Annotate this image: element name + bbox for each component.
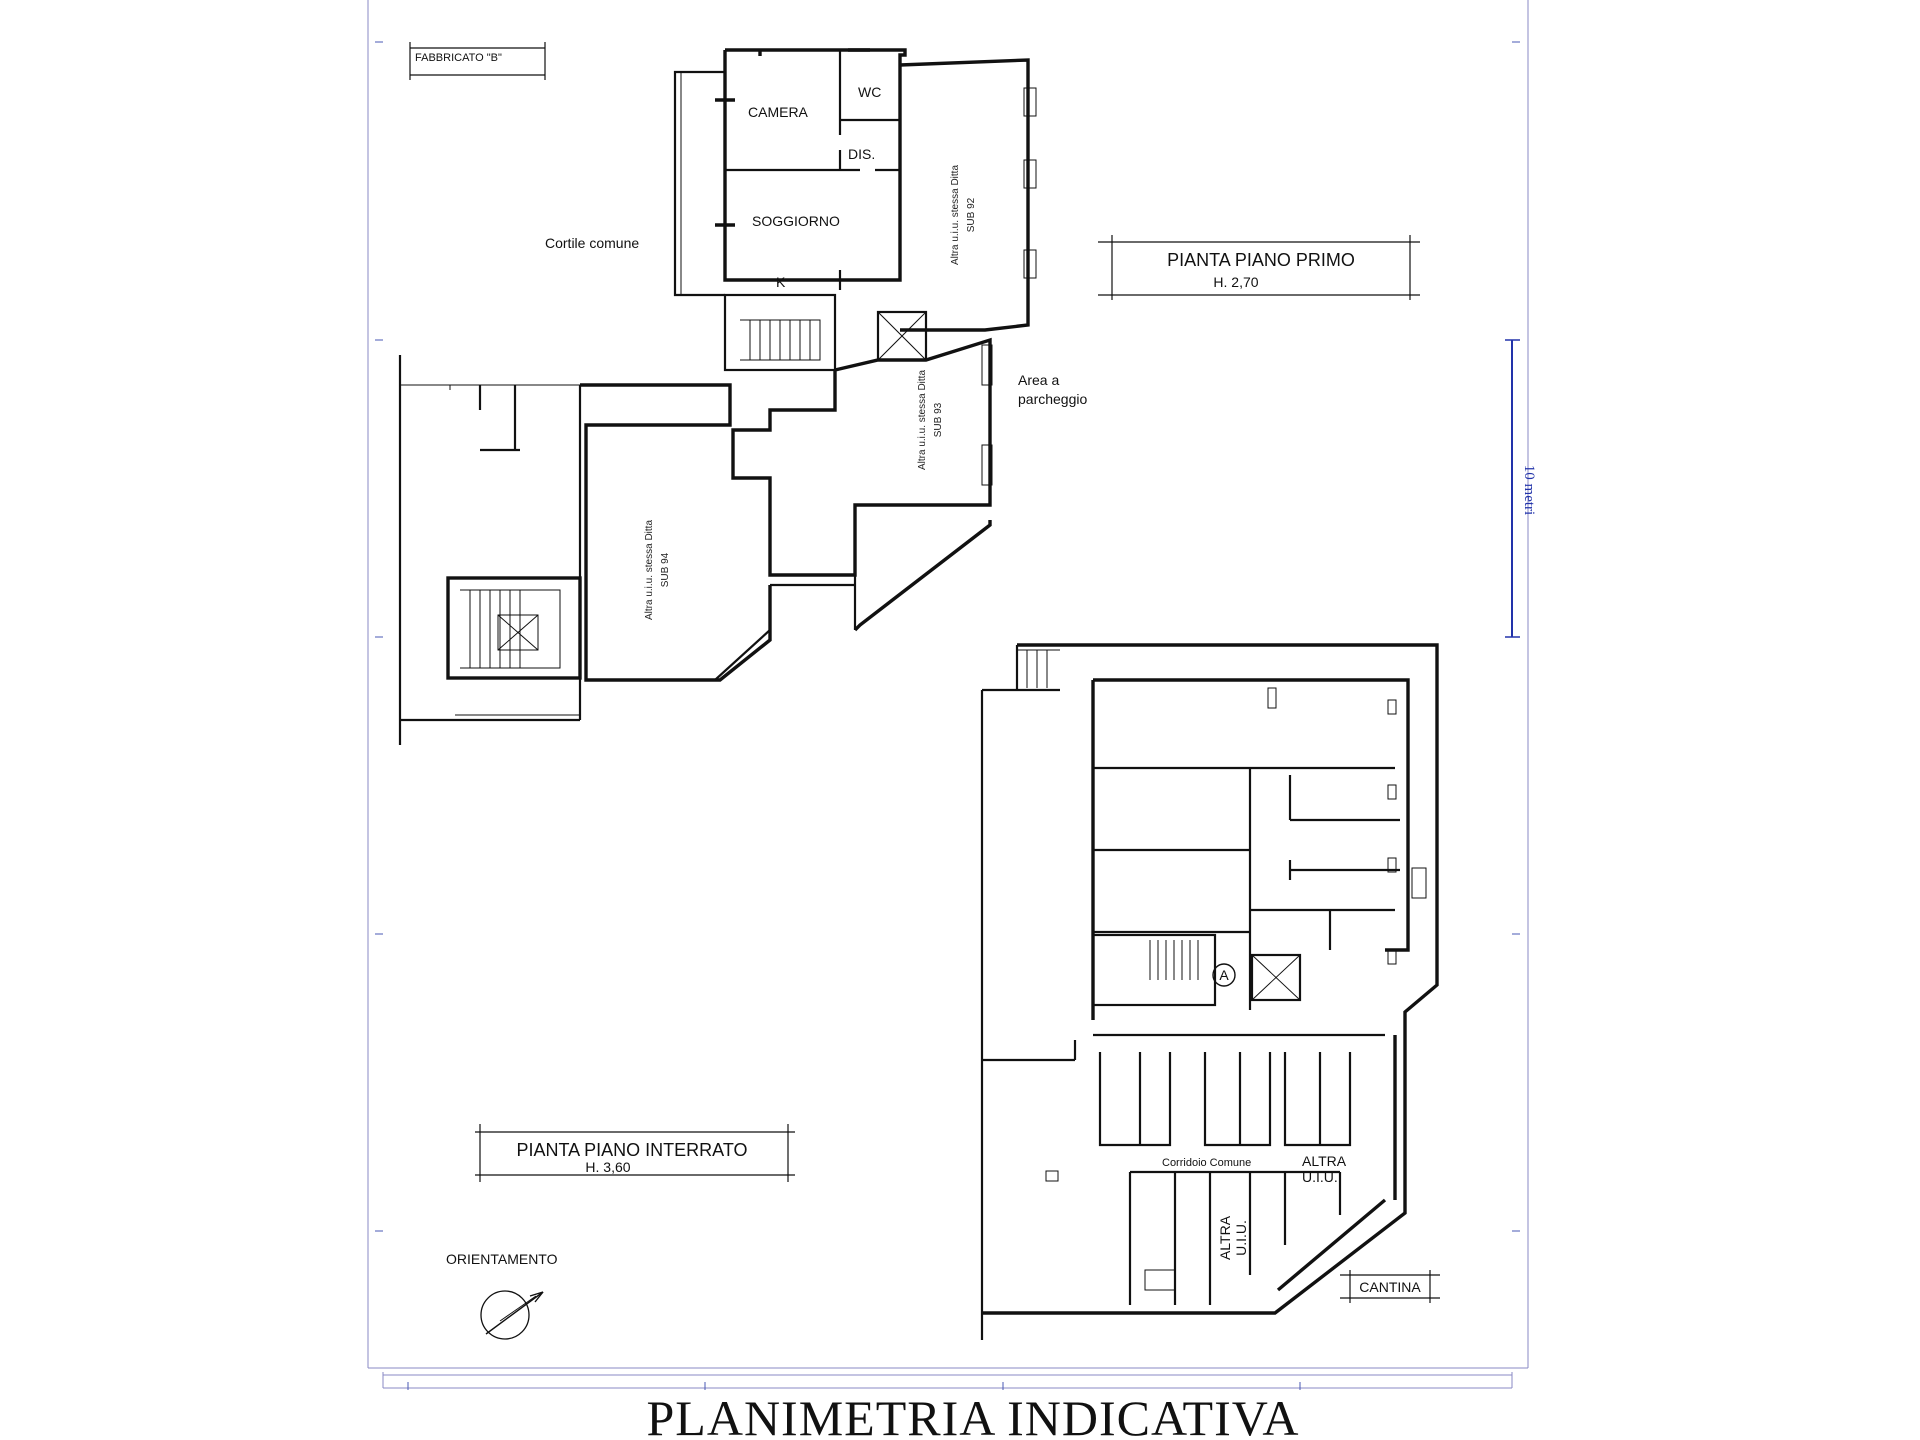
sub93-line1: Altra u.i.u. stessa Ditta — [917, 370, 928, 470]
sub93-walls — [731, 337, 992, 577]
sub94-walls — [580, 383, 772, 682]
building-label-box: FABBRICATO "B" — [409, 42, 546, 80]
sub94-label: Altra u.i.u. stessa Ditta SUB 94 — [644, 520, 671, 620]
plan-caption: PLANIMETRIA INDICATIVA — [646, 1390, 1299, 1440]
area-parcheggio-label-2: parcheggio — [1018, 391, 1087, 407]
room-wc-label: WC — [858, 84, 881, 100]
cortile-comune-label: Cortile comune — [545, 235, 639, 251]
marker-a: A — [1219, 967, 1229, 983]
sub94-line2: SUB 94 — [660, 552, 671, 587]
sheet-frame — [367, 0, 1529, 1390]
altra-right-line2: U.I.U. — [1302, 1169, 1338, 1185]
scale-bar: 10 metri — [1505, 339, 1537, 638]
first-floor-height: H. 2,70 — [1213, 274, 1258, 290]
sub94-line1: Altra u.i.u. stessa Ditta — [644, 520, 655, 620]
altra-vert-line2: U.I.U. — [1233, 1220, 1249, 1256]
orientation-compass: ORIENTAMENTO — [446, 1251, 558, 1340]
room-k-label: K — [776, 274, 786, 290]
sub93-line2: SUB 93 — [933, 402, 944, 437]
basement-height: H. 3,60 — [585, 1159, 630, 1175]
altra-vert-line1: ALTRA — [1217, 1215, 1233, 1260]
sub92-label: Altra u.i.u. stessa Ditta SUB 92 — [950, 165, 977, 265]
sub92-line1: Altra u.i.u. stessa Ditta — [950, 165, 961, 265]
first-floor-plan — [398, 48, 1037, 745]
sub92-walls — [899, 58, 1030, 332]
altra-vertical-label: ALTRA U.I.U. — [1217, 1215, 1249, 1260]
basement-plan — [980, 643, 1440, 1340]
sub92-line2: SUB 92 — [966, 197, 977, 232]
area-parcheggio-label-1: Area a — [1018, 372, 1059, 388]
first-floor-title: PIANTA PIANO PRIMO — [1167, 250, 1355, 270]
room-soggiorno-label: SOGGIORNO — [752, 213, 840, 229]
west-balcony — [673, 70, 725, 297]
basement-title-box: PIANTA PIANO INTERRATO H. 3,60 — [475, 1124, 795, 1182]
cantina-label: CANTINA — [1359, 1279, 1421, 1295]
sub93-label: Altra u.i.u. stessa Ditta SUB 93 — [917, 370, 944, 470]
corridor-label: Corridoio Comune — [1162, 1157, 1251, 1169]
basement-title: PIANTA PIANO INTERRATO — [516, 1140, 747, 1160]
room-dis-label: DIS. — [848, 146, 875, 162]
room-camera-label: CAMERA — [748, 104, 809, 120]
building-label: FABBRICATO "B" — [415, 52, 502, 64]
scale-label: 10 metri — [1521, 465, 1537, 515]
altra-right-line1: ALTRA — [1302, 1153, 1347, 1169]
basement-outer-wall — [982, 643, 1439, 1315]
orientation-label: ORIENTAMENTO — [446, 1251, 558, 1267]
first-floor-title-box: PIANTA PIANO PRIMO H. 2,70 — [1098, 235, 1420, 300]
